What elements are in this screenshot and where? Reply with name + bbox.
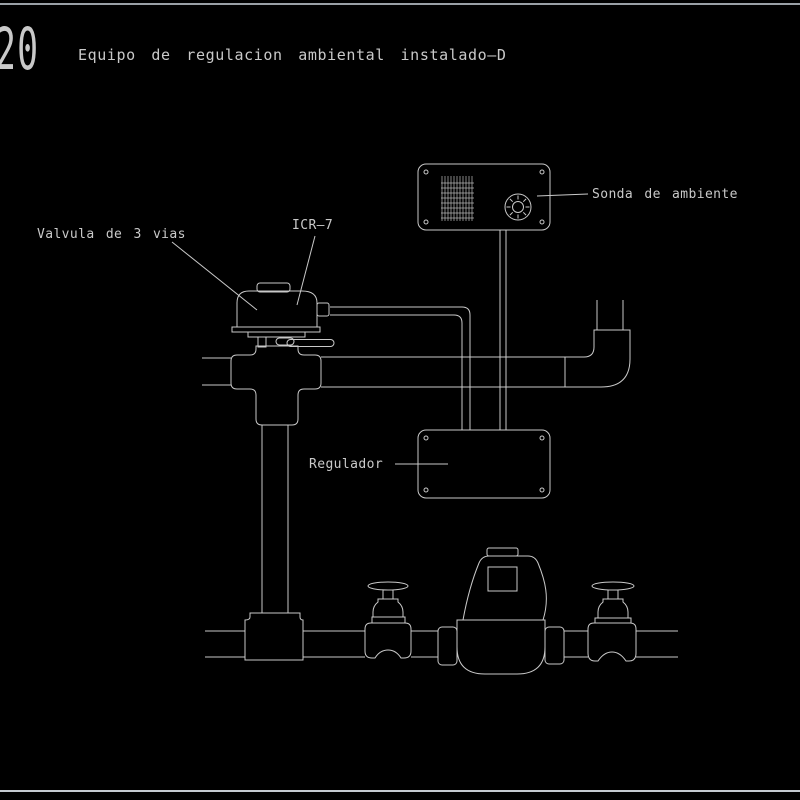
actuator-cable	[330, 306, 471, 430]
bottom-pipe	[205, 630, 678, 658]
sensor-cable	[499, 230, 507, 430]
label-regulator: Regulador	[309, 457, 384, 472]
screw-icon	[423, 435, 429, 441]
actuator-dome	[236, 290, 318, 327]
screw-icon	[539, 169, 545, 175]
valve-flange	[594, 617, 632, 624]
valve-stem	[257, 336, 267, 348]
valve-bonnet	[597, 598, 629, 619]
label-three-way-valve: Valvula de 3 vias	[37, 227, 186, 242]
sheet-number: 20	[0, 15, 40, 83]
label-ambient-sensor: Sonda de ambiente	[592, 187, 738, 202]
valve-body	[587, 622, 637, 662]
shutoff-valve-left	[364, 581, 412, 659]
meter-body	[456, 619, 546, 675]
meter-right-flange	[544, 626, 565, 665]
shutoff-valve-right	[587, 581, 637, 662]
cable-connector	[316, 302, 330, 317]
pipe-tee	[244, 612, 304, 661]
handwheel-icon	[367, 581, 409, 591]
screw-icon	[423, 219, 429, 225]
riser-pipe	[596, 300, 624, 330]
lever-hub	[275, 337, 295, 346]
vent-grille-icon	[441, 176, 474, 221]
sheet-title: Equipo de regulacion ambiental instalado…	[78, 46, 507, 64]
valve-drop-pipe	[261, 425, 289, 613]
lever-handle	[286, 339, 335, 347]
actuator-flange	[231, 326, 321, 333]
pipe-elbow	[564, 329, 631, 388]
valve-stem	[607, 589, 619, 600]
valve-body	[364, 622, 412, 659]
screw-icon	[539, 487, 545, 493]
valve-flange	[371, 616, 406, 624]
actuator-top-cap	[256, 282, 291, 293]
horizontal-pipe	[321, 356, 565, 388]
meter-left-flange	[437, 626, 458, 666]
leader-icr	[296, 235, 316, 306]
sensor-enclosure	[417, 163, 551, 231]
meter-cap	[486, 547, 519, 557]
valve-stem	[382, 589, 394, 600]
upper-pipe	[202, 300, 631, 388]
left-pipe-stub	[202, 357, 231, 386]
knob-dial-icon	[504, 193, 532, 221]
meter-head	[462, 555, 547, 621]
screw-icon	[423, 169, 429, 175]
sheet-top-border	[0, 3, 800, 5]
water-meter	[437, 547, 565, 675]
valve-top-plate	[247, 331, 306, 338]
valve-cross-body	[230, 345, 322, 426]
screw-icon	[423, 487, 429, 493]
three-way-valve	[230, 282, 335, 426]
leader-lines	[171, 193, 589, 465]
valve-bonnet	[372, 598, 404, 618]
meter-display-window	[487, 566, 518, 592]
leader-sonda	[536, 193, 589, 197]
screw-icon	[539, 435, 545, 441]
handwheel-icon	[591, 581, 635, 591]
label-actuator-model: ICR—7	[292, 218, 334, 233]
ambient-sensor-box	[417, 163, 551, 231]
leader-valvula	[171, 241, 258, 311]
screw-icon	[539, 219, 545, 225]
sheet-bottom-border	[0, 790, 800, 792]
